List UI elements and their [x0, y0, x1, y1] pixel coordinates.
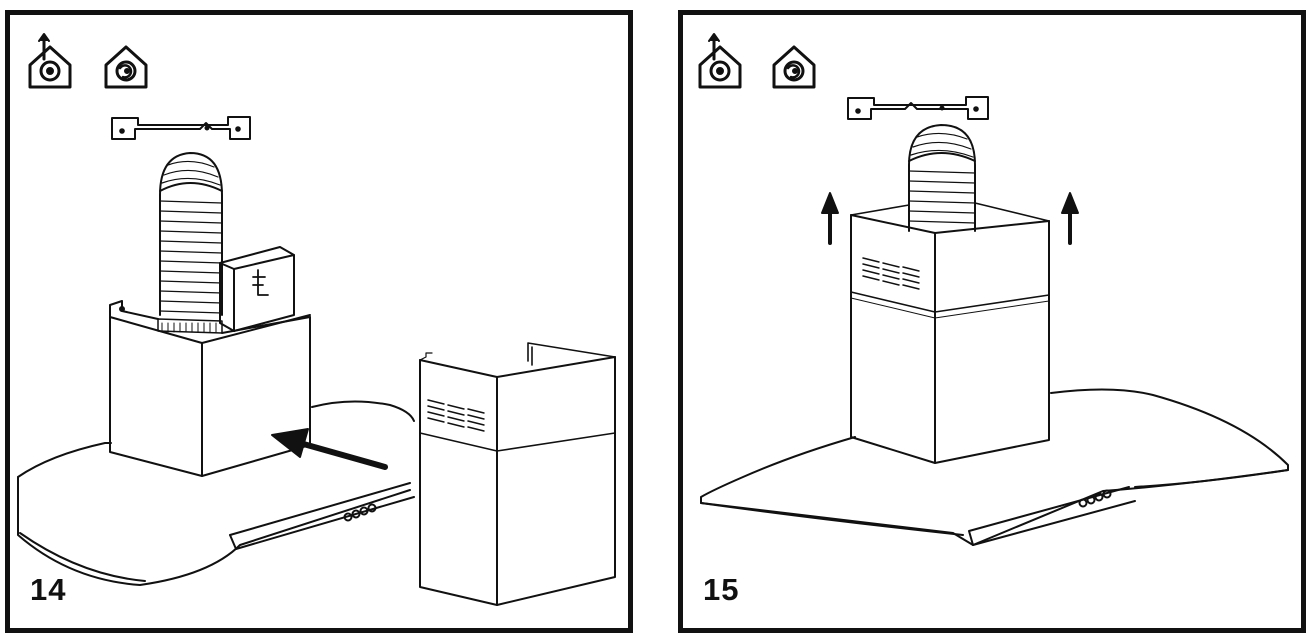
inner-housing — [109, 300, 311, 477]
damper-box — [219, 246, 295, 332]
chimney-cover — [419, 342, 616, 606]
flexible-duct — [908, 124, 976, 232]
insert-arrow — [271, 428, 388, 470]
vent-slots — [862, 257, 920, 290]
step-14-panel: 14 — [5, 10, 633, 633]
wall-bracket — [111, 116, 251, 140]
hood-canopy — [17, 400, 415, 586]
recirculation-icon — [104, 45, 148, 89]
ducted-exhaust-icon — [28, 33, 72, 89]
step-number: 15 — [703, 572, 740, 607]
step-15-illustration — [698, 33, 1289, 546]
assembled-chimney — [850, 202, 1050, 464]
lift-arrow-right — [1061, 192, 1079, 245]
step-number: 14 — [30, 572, 67, 607]
lift-arrow-left — [821, 192, 839, 245]
vent-slots — [427, 399, 485, 432]
ducted-exhaust-icon — [698, 33, 742, 89]
recirculation-icon — [772, 45, 816, 89]
wall-bracket — [847, 96, 989, 120]
flexible-duct — [157, 152, 223, 334]
step-15-panel: 15 — [678, 10, 1306, 633]
step-14-illustration — [17, 33, 616, 606]
hood-canopy — [700, 388, 1289, 546]
